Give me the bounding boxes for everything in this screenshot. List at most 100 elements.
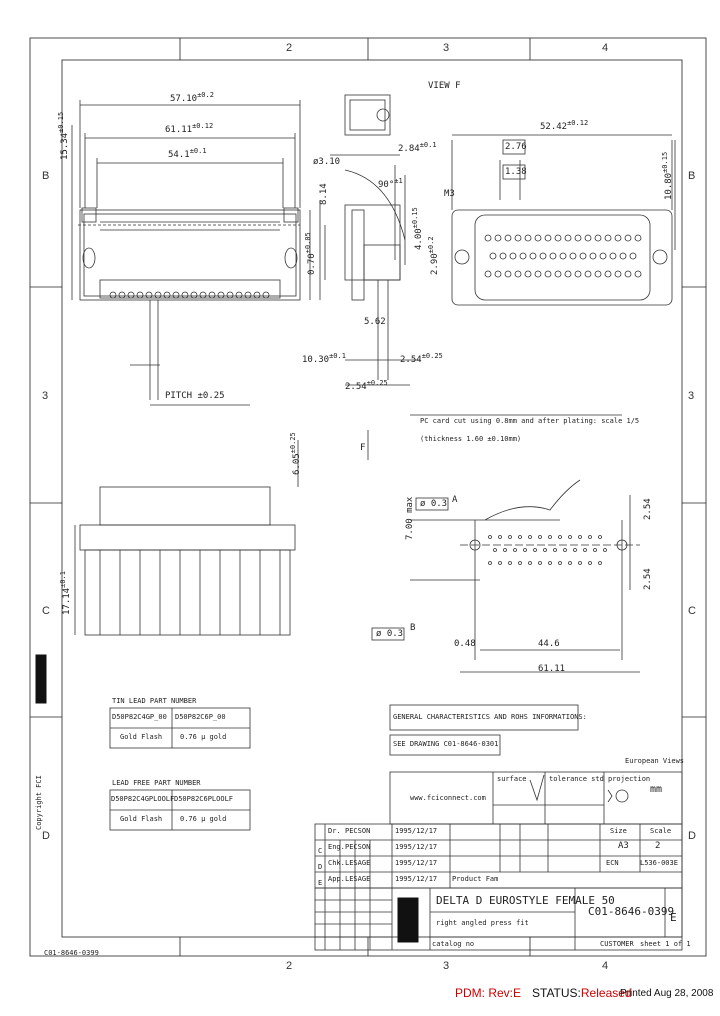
dim-44-6: 44.6 <box>538 639 560 649</box>
dim-5-62: 5.62 <box>364 317 386 327</box>
pcb-layout <box>367 414 640 673</box>
title-block <box>314 771 683 951</box>
zone-right-c: C <box>688 605 696 617</box>
dr-label: Dr. <box>328 827 341 835</box>
chk-date: 1995/12/17 <box>395 859 438 867</box>
apv-name: LESAGE <box>345 875 371 883</box>
view-f-label: VIEW F <box>428 81 461 91</box>
ecn-number: L536-003E <box>640 859 678 867</box>
dim-hole-dia: ø3.10 <box>313 157 341 167</box>
dim-pitch: PITCH ±0.25 <box>165 391 225 401</box>
dim-2-54-a: 2.54±0.25 <box>400 352 443 365</box>
document-status: STATUS:Released <box>532 986 632 1000</box>
lead-free-finish-1: Gold Flash <box>120 815 163 823</box>
dr-name: PECSON <box>345 827 371 835</box>
tin-lead-title: TIN LEAD PART NUMBER <box>112 697 197 705</box>
tolerance-label: tolerance std <box>549 775 604 783</box>
product-family: Product Fam <box>452 875 499 883</box>
zone-top-2: 2 <box>286 42 293 54</box>
scale-value: 2 <box>655 841 661 851</box>
document-number: C01-8646-0399 <box>588 905 675 918</box>
rev-c: C <box>318 847 323 855</box>
tin-lead-pn-1: D50P82C4GP_00 <box>112 713 167 721</box>
chk-name: LESAGE <box>345 859 371 867</box>
zone-left-3: 3 <box>42 390 49 402</box>
front-view <box>71 100 311 406</box>
view-f-pins <box>484 234 642 278</box>
dim-2-54-b: 2.54±0.25 <box>345 379 388 392</box>
label-f: F <box>360 443 366 453</box>
lead-free-pn-2: D50P82C6PLOOLF <box>174 795 234 803</box>
scale-label: Scale <box>650 827 672 835</box>
printed-date: Printed Aug 28, 2008 <box>620 988 714 999</box>
rev-e: E <box>318 879 323 887</box>
dim-10-30: 10.30±0.1 <box>302 352 346 365</box>
zone-top-4: 4 <box>602 42 609 54</box>
dim-0-70: 0.70±0.05 <box>304 232 317 275</box>
zone-left-b: B <box>42 170 50 182</box>
size-value: A3 <box>618 841 629 851</box>
general-characteristics: GENERAL CHARACTERISTICS AND ROHS INFORMA… <box>393 713 587 721</box>
european-views: European Views <box>625 757 685 765</box>
website: www.fciconnect.com <box>410 794 486 802</box>
pin-row <box>109 291 270 299</box>
eng-label: Eng. <box>328 843 345 851</box>
surface-label: surface <box>497 775 527 783</box>
dim-4-00: 4.00±0.15 <box>411 207 424 250</box>
dim-8-14: 8.14 <box>319 183 329 205</box>
tin-lead-pn-2: D50P82C6P_00 <box>175 713 226 721</box>
revision-letter: E <box>670 911 677 924</box>
zone-bottom-2: 2 <box>286 960 293 972</box>
chk-label: Chk. <box>328 859 345 867</box>
datum-b: B <box>410 623 416 633</box>
dim-view-f-width: 52.42±0.12 <box>540 119 589 132</box>
dim-6-05: 6.05±0.25 <box>289 432 302 475</box>
eng-name: PECSON <box>345 843 371 851</box>
zone-bottom-4: 4 <box>602 960 609 972</box>
fci-logo-left <box>35 654 47 704</box>
rev-d: D <box>318 863 323 871</box>
apv-date: 1995/12/17 <box>395 875 438 883</box>
dim-hole-spacing: 54.1±0.1 <box>168 147 207 160</box>
lead-free-pn-1: D50P82C4GPLOOLF <box>111 795 175 803</box>
dim-overall-width: 57.10±0.2 <box>170 91 214 104</box>
projection-label: projection <box>608 775 651 783</box>
dim-61-11: 61.11 <box>538 664 566 674</box>
datum-a: A <box>452 495 458 505</box>
dim-2-54-d: 2.54 <box>643 568 653 590</box>
sheet-label: sheet 1 of 1 <box>640 940 691 948</box>
dim-0-48: 0.48 <box>454 639 476 649</box>
drawing-title: DELTA D EUROSTYLE FEMALE 50 <box>436 894 615 907</box>
pdm-revision: PDM: Rev:E <box>455 986 522 1000</box>
bottom-view <box>74 440 299 636</box>
copyright: Copyright FCI <box>35 775 43 830</box>
zone-left-d: D <box>42 830 50 842</box>
zone-right-b: B <box>688 170 696 182</box>
dim-flange-width: 61.11±0.12 <box>165 122 214 135</box>
dim-angle: 90°±1 <box>378 177 403 190</box>
ecn-label: ECN <box>606 859 619 867</box>
fci-logo-titleblock <box>397 897 419 943</box>
drawing-subtitle: right angled press fit <box>436 919 529 927</box>
side-view <box>319 94 420 386</box>
customer-label: CUSTOMER <box>600 940 634 948</box>
dim-2-84: 2.84±0.1 <box>398 141 437 154</box>
units-mm: mm <box>650 784 663 795</box>
pcb-thickness-note: (thickness 1.60 ±0.10mm) <box>420 435 522 443</box>
dr-date: 1995/12/17 <box>395 827 438 835</box>
see-drawing: SEE DRAWING C01-8646-0301 <box>393 740 499 748</box>
part-tables <box>109 704 579 831</box>
eng-date: 1995/12/17 <box>395 843 438 851</box>
zone-right-d: D <box>688 830 696 842</box>
tin-lead-finish-2: 0.76 µ gold <box>180 733 227 741</box>
zone-bottom-3: 3 <box>443 960 450 972</box>
lead-free-finish-2: 0.76 µ gold <box>180 815 227 823</box>
apv-label: App. <box>328 875 345 883</box>
catalog-label: catalog no <box>432 940 475 948</box>
bottom-left-docno: C01-8646-0399 <box>44 949 99 957</box>
dim-pitch-2-76: 2.76 <box>505 142 527 152</box>
pcb-note: PC card cut using 0.8mm and after platin… <box>420 417 640 425</box>
dim-height: 15.34±0.15 <box>57 111 70 160</box>
dim-2-54-c: 2.54 <box>643 498 653 520</box>
